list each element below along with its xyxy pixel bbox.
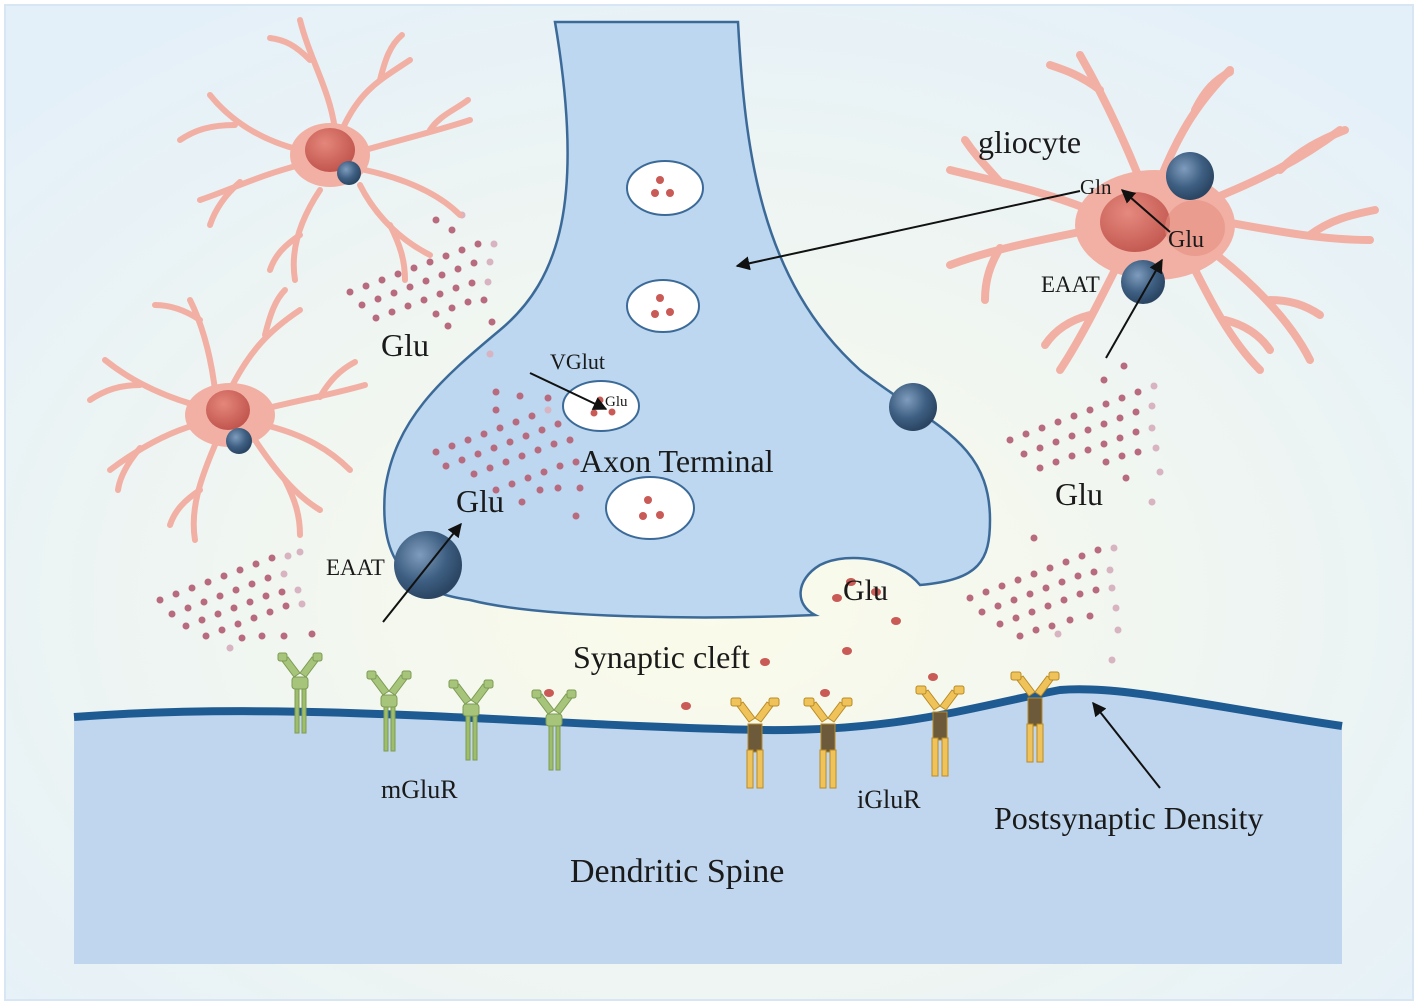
mglur-receptor-icon bbox=[277, 652, 323, 734]
mglur-receptor-icon bbox=[448, 679, 494, 761]
glu-right-label: Glu bbox=[1055, 476, 1103, 512]
mglur-receptor-icon bbox=[366, 670, 412, 752]
released-glutamate-dots bbox=[544, 578, 938, 710]
synaptic-cleft-label: Synaptic cleft bbox=[573, 639, 750, 675]
iglur-receptor-icon bbox=[730, 697, 780, 789]
vglut-label: VGlut bbox=[550, 349, 605, 374]
eaat-left-label: EAAT bbox=[326, 555, 385, 580]
arrow-glia-to-axon bbox=[735, 190, 1081, 271]
gliocyte-label: gliocyte bbox=[978, 124, 1081, 160]
dendritic-spine-body bbox=[74, 689, 1342, 964]
postsynaptic-membrane bbox=[73, 685, 1343, 735]
arrow-eaat-uptake-right bbox=[1105, 258, 1163, 359]
mglur-label: mGluR bbox=[381, 775, 458, 804]
synaptic-vesicle-icon bbox=[626, 279, 700, 333]
arrow-eaat-uptake-left bbox=[382, 522, 462, 623]
arrow-vglut-to-vesicle bbox=[529, 372, 608, 410]
iglur-receptor-icon bbox=[803, 697, 853, 789]
mglur-receptor-icon bbox=[531, 689, 577, 771]
iglur-receptor-icon bbox=[1010, 671, 1060, 763]
eaat-transporter-icon bbox=[889, 383, 937, 431]
synaptic-vesicle-icon bbox=[626, 160, 704, 216]
synaptic-vesicle-icon bbox=[605, 476, 695, 540]
glu-vesicle-label: Glu bbox=[605, 394, 628, 410]
glutamate-particles-right bbox=[1006, 362, 1164, 506]
gliocyte-icon bbox=[177, 17, 473, 283]
arrow-glu-to-gln bbox=[1120, 189, 1171, 233]
glu-top-left-label: Glu bbox=[381, 327, 429, 363]
iglur-label: iGluR bbox=[857, 785, 921, 814]
glutamate-particles-top-left bbox=[346, 211, 498, 358]
glutamate-particles-lower-left bbox=[156, 548, 316, 652]
iglur-receptor-icon bbox=[915, 685, 965, 777]
glu-glia-label: Glu bbox=[1168, 227, 1204, 253]
gliocyte-icon bbox=[87, 287, 368, 543]
eaat-right-label: EAAT bbox=[1041, 272, 1100, 297]
gliocyte-icon bbox=[946, 51, 1379, 374]
gln-label: Gln bbox=[1080, 175, 1112, 199]
glu-axon-left-label: Glu bbox=[456, 483, 504, 519]
glu-cleft-label: Glu bbox=[843, 574, 888, 607]
axon-terminal-label: Axon Terminal bbox=[580, 443, 774, 479]
postsynaptic-density-label: Postsynaptic Density bbox=[994, 800, 1263, 836]
dendritic-spine-label: Dendritic Spine bbox=[570, 853, 784, 890]
arrow-postsynaptic-density bbox=[1092, 701, 1161, 789]
glutamate-particles-lower-right bbox=[966, 534, 1122, 664]
glutamate-particles-axon-left bbox=[432, 388, 584, 520]
